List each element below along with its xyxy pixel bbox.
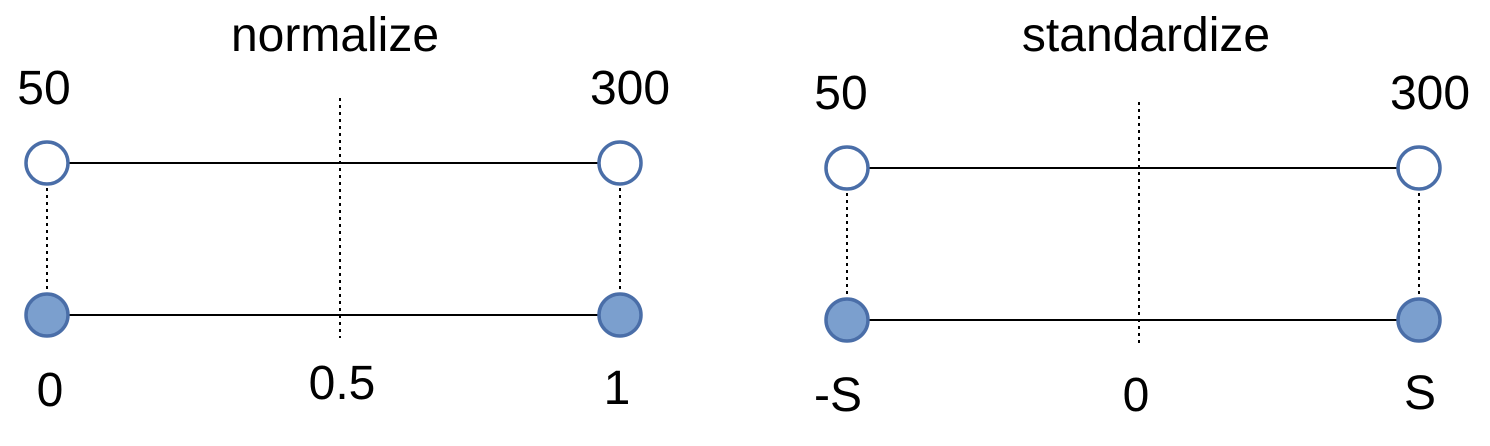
normalize-top-right-node [597,140,643,186]
standardize-top-left-label: 50 [814,67,868,120]
standardize-title: standardize [1021,9,1271,62]
panel-normalize [24,98,643,338]
standardize-bottom-right-label: S [1403,367,1437,420]
standardize-top-left-node [824,145,870,191]
standardize-bottom-left-node [824,297,870,343]
standardize-bottom-left-label: -S [814,369,862,422]
standardize-bottom-mid-label: 0 [1122,369,1150,422]
panel-standardize [824,102,1442,346]
normalize-top-left-label: 50 [17,62,71,115]
normalize-bottom-right-label: 1 [603,362,631,415]
normalize-bottom-mid-label: 0.5 [308,357,376,410]
normalize-top-left-node [24,140,70,186]
standardize-bottom-right-node [1396,297,1442,343]
normalize-title: normalize [230,9,440,62]
standardize-top-right-label: 300 [1389,67,1471,120]
standardize-top-right-node [1396,145,1442,191]
normalize-top-right-label: 300 [589,62,671,115]
normalize-bottom-right-node [597,292,643,338]
normalize-bottom-left-node [24,292,70,338]
normalize-bottom-left-label: 0 [36,364,64,417]
